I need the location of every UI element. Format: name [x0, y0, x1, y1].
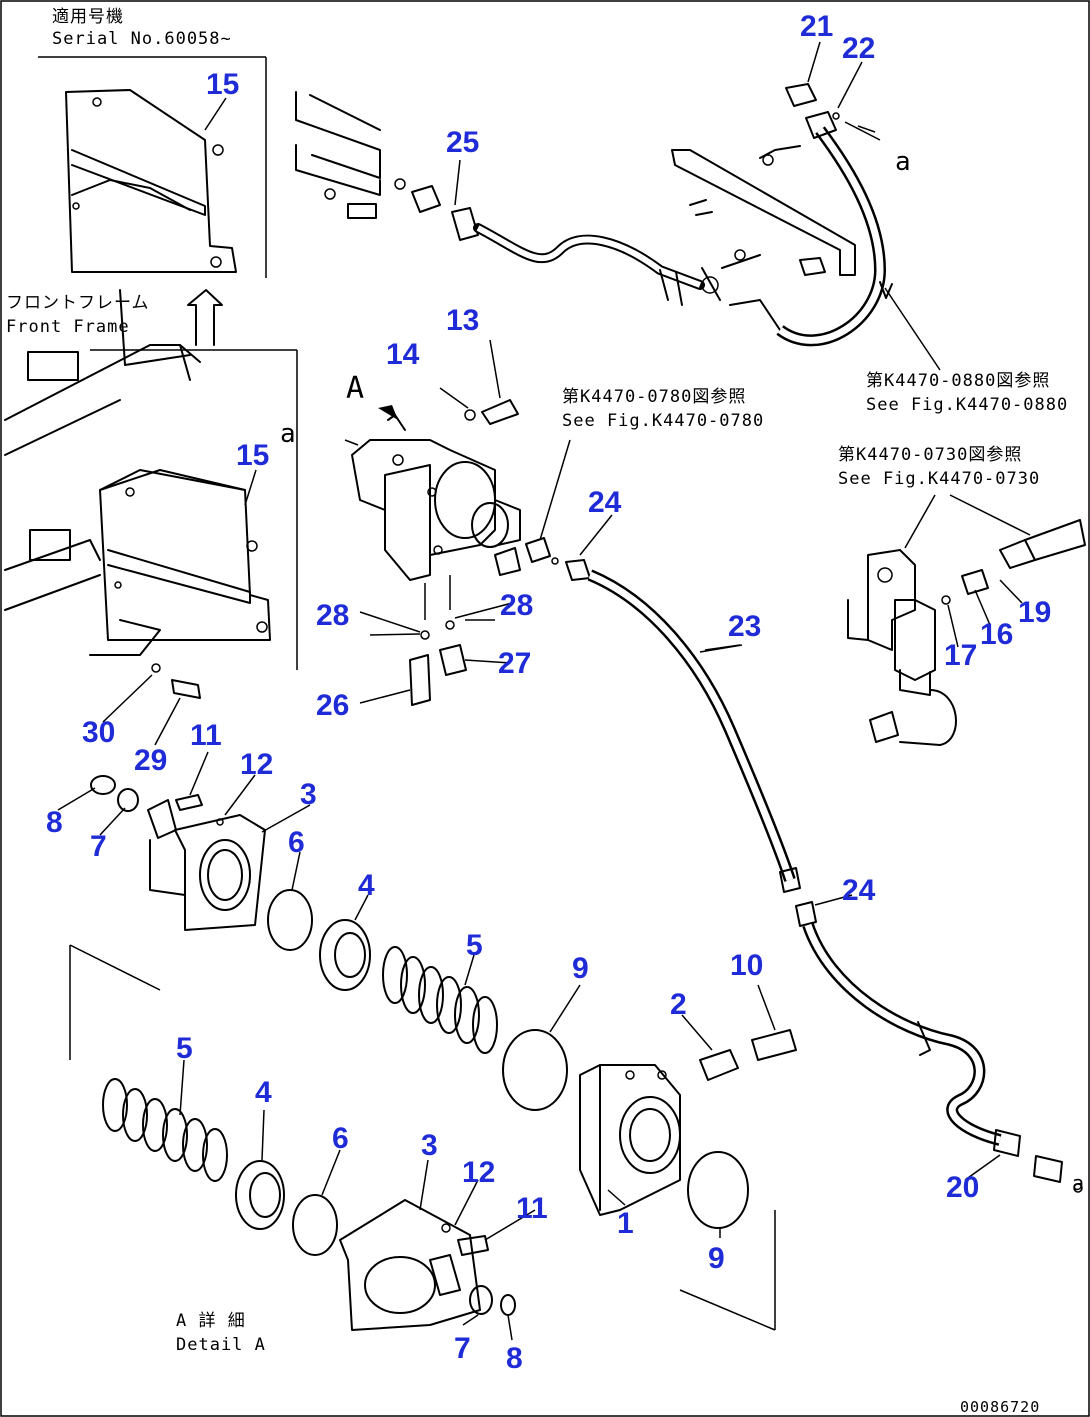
callout-20: 20 — [946, 1171, 979, 1204]
bolt-29-washer-30 — [151, 663, 201, 699]
serial-note-jp: 適用号機 — [52, 7, 124, 27]
callout-29: 29 — [134, 744, 167, 777]
direction-arrow — [187, 289, 223, 346]
callout-30: 30 — [82, 716, 115, 749]
bolt-13-washer-14 — [439, 339, 519, 425]
connection-a-bottom: a — [1072, 1171, 1085, 1195]
see-0880-en: See Fig.K4470-0880 — [866, 395, 1068, 415]
callout-8-upper: 8 — [46, 806, 63, 839]
callout-5-upper: 5 — [466, 929, 483, 962]
callout-26: 26 — [316, 689, 349, 722]
callout-11-upper: 11 — [190, 719, 222, 752]
callout-19: 19 — [1018, 596, 1051, 629]
front-frame — [4, 289, 201, 611]
fitting-24-upper — [525, 439, 591, 581]
callout-21: 21 — [800, 10, 833, 43]
leader-lines — [57, 41, 1023, 1341]
see-0780-en: See Fig.K4470-0780 — [562, 411, 764, 431]
callout-27: 27 — [498, 647, 531, 680]
right-top-bracket — [671, 145, 856, 331]
callout-23: 23 — [728, 610, 761, 643]
serial-note-en: Serial No.60058~ — [52, 29, 232, 49]
callout-2: 2 — [670, 988, 687, 1021]
callout-3-lower: 3 — [421, 1129, 438, 1162]
callout-17: 17 — [944, 639, 977, 672]
callout-25: 25 — [446, 126, 479, 159]
brake-valve-body — [351, 405, 521, 620]
detail-a-frame — [69, 944, 776, 1331]
front-frame-en: Front Frame — [6, 317, 130, 337]
callout-14: 14 — [386, 338, 420, 371]
hose-23 — [587, 569, 817, 927]
drawing-number: 00086720 — [960, 1398, 1040, 1416]
callout-24-lower: 24 — [842, 874, 876, 907]
inset-bracket-view — [38, 56, 267, 278]
callout-9-lower: 9 — [708, 1242, 725, 1275]
connection-a-top: a — [895, 147, 912, 177]
callout-22: 22 — [842, 32, 875, 65]
pipe-lower-right — [802, 922, 1083, 1193]
callout-15-main: 15 — [236, 439, 269, 472]
callout-15-inset: 15 — [206, 68, 239, 101]
callout-5-lower: 5 — [176, 1032, 193, 1065]
callout-11-lower: 11 — [516, 1192, 548, 1225]
hose-top-right — [776, 83, 941, 371]
callout-6-lower: 6 — [332, 1122, 349, 1155]
callout-7-upper: 7 — [90, 830, 107, 863]
callout-24-upper: 24 — [588, 486, 622, 519]
detail-a-en: Detail A — [176, 1335, 266, 1355]
detail-a-jp: A 詳 細 — [176, 1311, 246, 1331]
fittings-26-27 — [369, 619, 495, 706]
valve-body-1 — [579, 1029, 797, 1229]
callout-4-upper: 4 — [358, 869, 375, 902]
callout-9-upper: 9 — [572, 952, 589, 985]
callout-6-upper: 6 — [288, 826, 305, 859]
see-0730-en: See Fig.K4470-0730 — [838, 469, 1040, 489]
annotations: 適用号機 Serial No.60058~ フロントフレーム Front Fra… — [6, 7, 1085, 1416]
see-0780-jp: 第K4470-0780図参照 — [562, 387, 746, 407]
callout-7-lower: 7 — [454, 1332, 471, 1365]
callout-16: 16 — [980, 618, 1013, 651]
callout-1: 1 — [617, 1207, 634, 1240]
top-bracket-assembly — [295, 91, 721, 306]
front-frame-jp: フロントフレーム — [6, 293, 150, 313]
valve-unit-right — [847, 494, 1086, 746]
callout-12-lower: 12 — [462, 1156, 495, 1189]
callout-10: 10 — [730, 949, 763, 982]
see-0730-jp: 第K4470-0730図参照 — [838, 445, 1022, 465]
bracket-15-main — [89, 349, 298, 670]
see-0880-jp: 第K4470-0880図参照 — [866, 371, 1050, 391]
connection-a-valve: a — [280, 419, 297, 449]
cylinder-upper — [90, 775, 568, 1111]
callout-4-lower: 4 — [255, 1076, 272, 1109]
callout-12-upper: 12 — [240, 748, 273, 781]
cylinder-lower — [102, 1078, 516, 1331]
callout-8-lower: 8 — [506, 1342, 523, 1375]
callout-28-right: 28 — [500, 589, 533, 622]
view-a-label: A — [346, 371, 365, 406]
callout-13: 13 — [446, 304, 479, 337]
callout-3-upper: 3 — [300, 778, 317, 811]
callout-28-left: 28 — [316, 599, 349, 632]
callout-numbers: 21 22 15 25 13 14 15 24 28 28 23 19 16 1… — [46, 10, 1051, 1375]
